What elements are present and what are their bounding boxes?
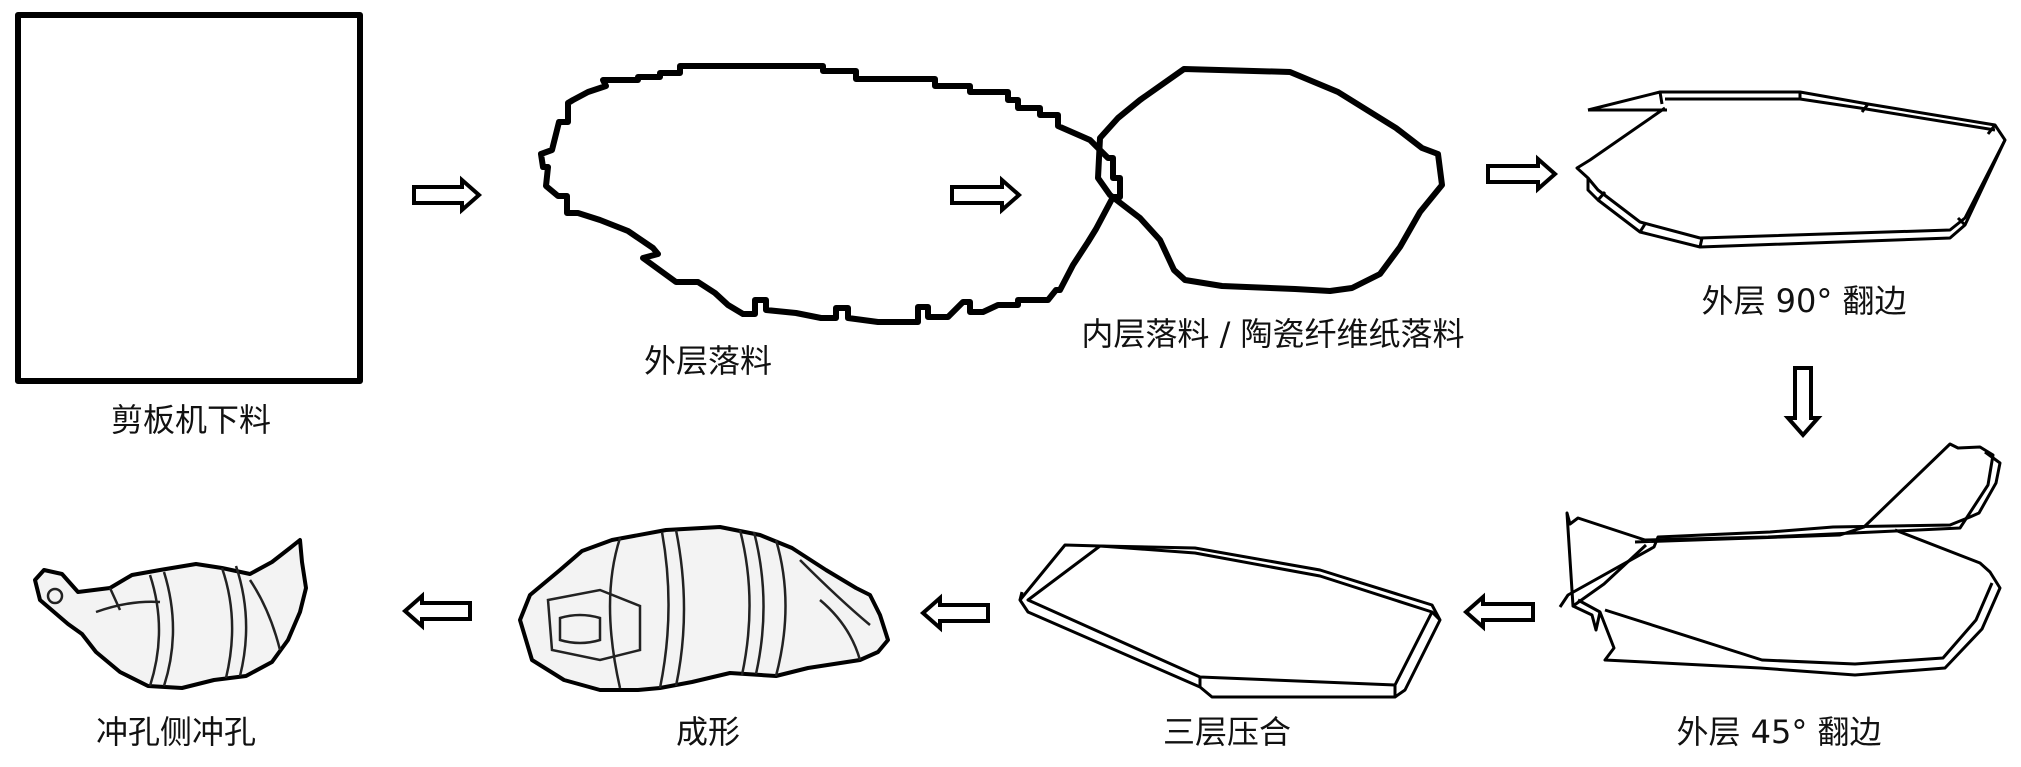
arrow-down-4 [1783,366,1823,439]
sheet-square-shape [15,12,363,384]
arrow-left-7 [401,591,472,631]
arrow-right-1 [412,175,483,215]
pierced-part-shape [33,538,308,690]
inner-blank-shape [1095,66,1445,294]
flanged-plate-45-shape [1558,442,2002,677]
pressed-plate-shape [1018,543,1442,699]
step-label-outer-blanking: 外层落料 [643,342,773,380]
step-label-flange-45: 外层 45° 翻边 [1676,713,1882,751]
step-label-piercing: 冲孔侧冲孔 [95,713,257,751]
arrow-right-2 [950,175,1023,215]
arrow-left-6 [919,593,990,633]
arrow-left-5 [1462,592,1535,632]
step-label-forming: 成形 [675,713,741,751]
arrow-right-3 [1486,154,1559,194]
formed-part-shape [518,525,890,692]
outer-blank-notched-shape [538,63,1123,325]
step-label-inner-blanking: 内层落料 / 陶瓷纤维纸落料 [1081,315,1465,353]
flanged-plate-90-shape [1575,90,2007,249]
step-label-three-layer-press: 三层压合 [1162,713,1292,751]
step-label-flange-90: 外层 90° 翻边 [1701,282,1907,320]
step-label-shearing: 剪板机下料 [110,401,272,439]
